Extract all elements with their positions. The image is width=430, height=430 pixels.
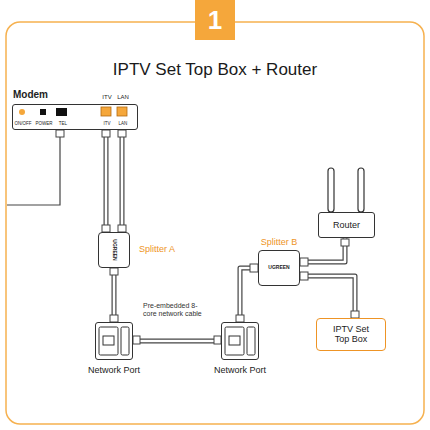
splitter-box: Splitter BUGREEN [258,250,300,286]
router-box: Router [318,212,375,238]
network-cable [300,276,355,318]
router-antenna [328,168,334,212]
node-label: Network Port [214,365,266,375]
port-sockets [99,327,255,355]
node-sublabel: ITV [102,94,111,101]
node-sublabel: TEL [59,121,67,126]
splitter-box: UGREENSplitter A [98,232,130,268]
power-switch [19,109,25,115]
node-label: IPTV Set Top Box [325,324,377,345]
cable-core [105,130,108,232]
cable-label: Pre-embedded 8-core network cable [143,302,209,318]
node-sublabel: UGREEN [268,265,289,271]
lan-port [117,107,127,116]
router-antenna [358,168,364,212]
modem-box: ModemITVLANON/OFFPOWERTELITVLAN [12,104,138,130]
step-banner [195,0,235,40]
network-cable [104,130,109,232]
cable-core [300,276,355,318]
node-sublabel: ITV [103,121,110,126]
network-cable [133,339,221,344]
node-sublabel: LAN [117,94,129,101]
tel-port [56,108,67,116]
cable-outline [120,130,125,232]
cable-core [240,268,258,322]
cable-core [113,268,116,322]
power-cord [7,137,60,205]
node-label: UGREEN [111,239,117,260]
node-sublabel: Splitter A [139,244,175,254]
network-port: Network Port [221,322,259,360]
node-sublabel: ON/OFF [15,121,32,126]
node-label: Router [333,220,360,230]
network-cable [112,268,117,322]
node-label: Network Port [88,365,140,375]
node-label: Splitter B [261,237,298,247]
power-plug [56,130,64,137]
card-border [6,22,424,424]
cable-core [121,130,124,232]
diagram-title: IPTV Set Top Box + Router [0,60,430,80]
step-number: 1 [195,5,235,36]
node-label: Modem [13,89,48,101]
network-cable [240,268,258,322]
network-port: Network Port [95,322,133,360]
node-sublabel: LAN [119,121,128,126]
power-port [40,109,46,115]
cable-core [133,340,221,343]
set-top-box: IPTV Set Top Box [316,318,386,351]
node-sublabel: POWER [35,121,52,126]
itv-port [101,107,111,116]
